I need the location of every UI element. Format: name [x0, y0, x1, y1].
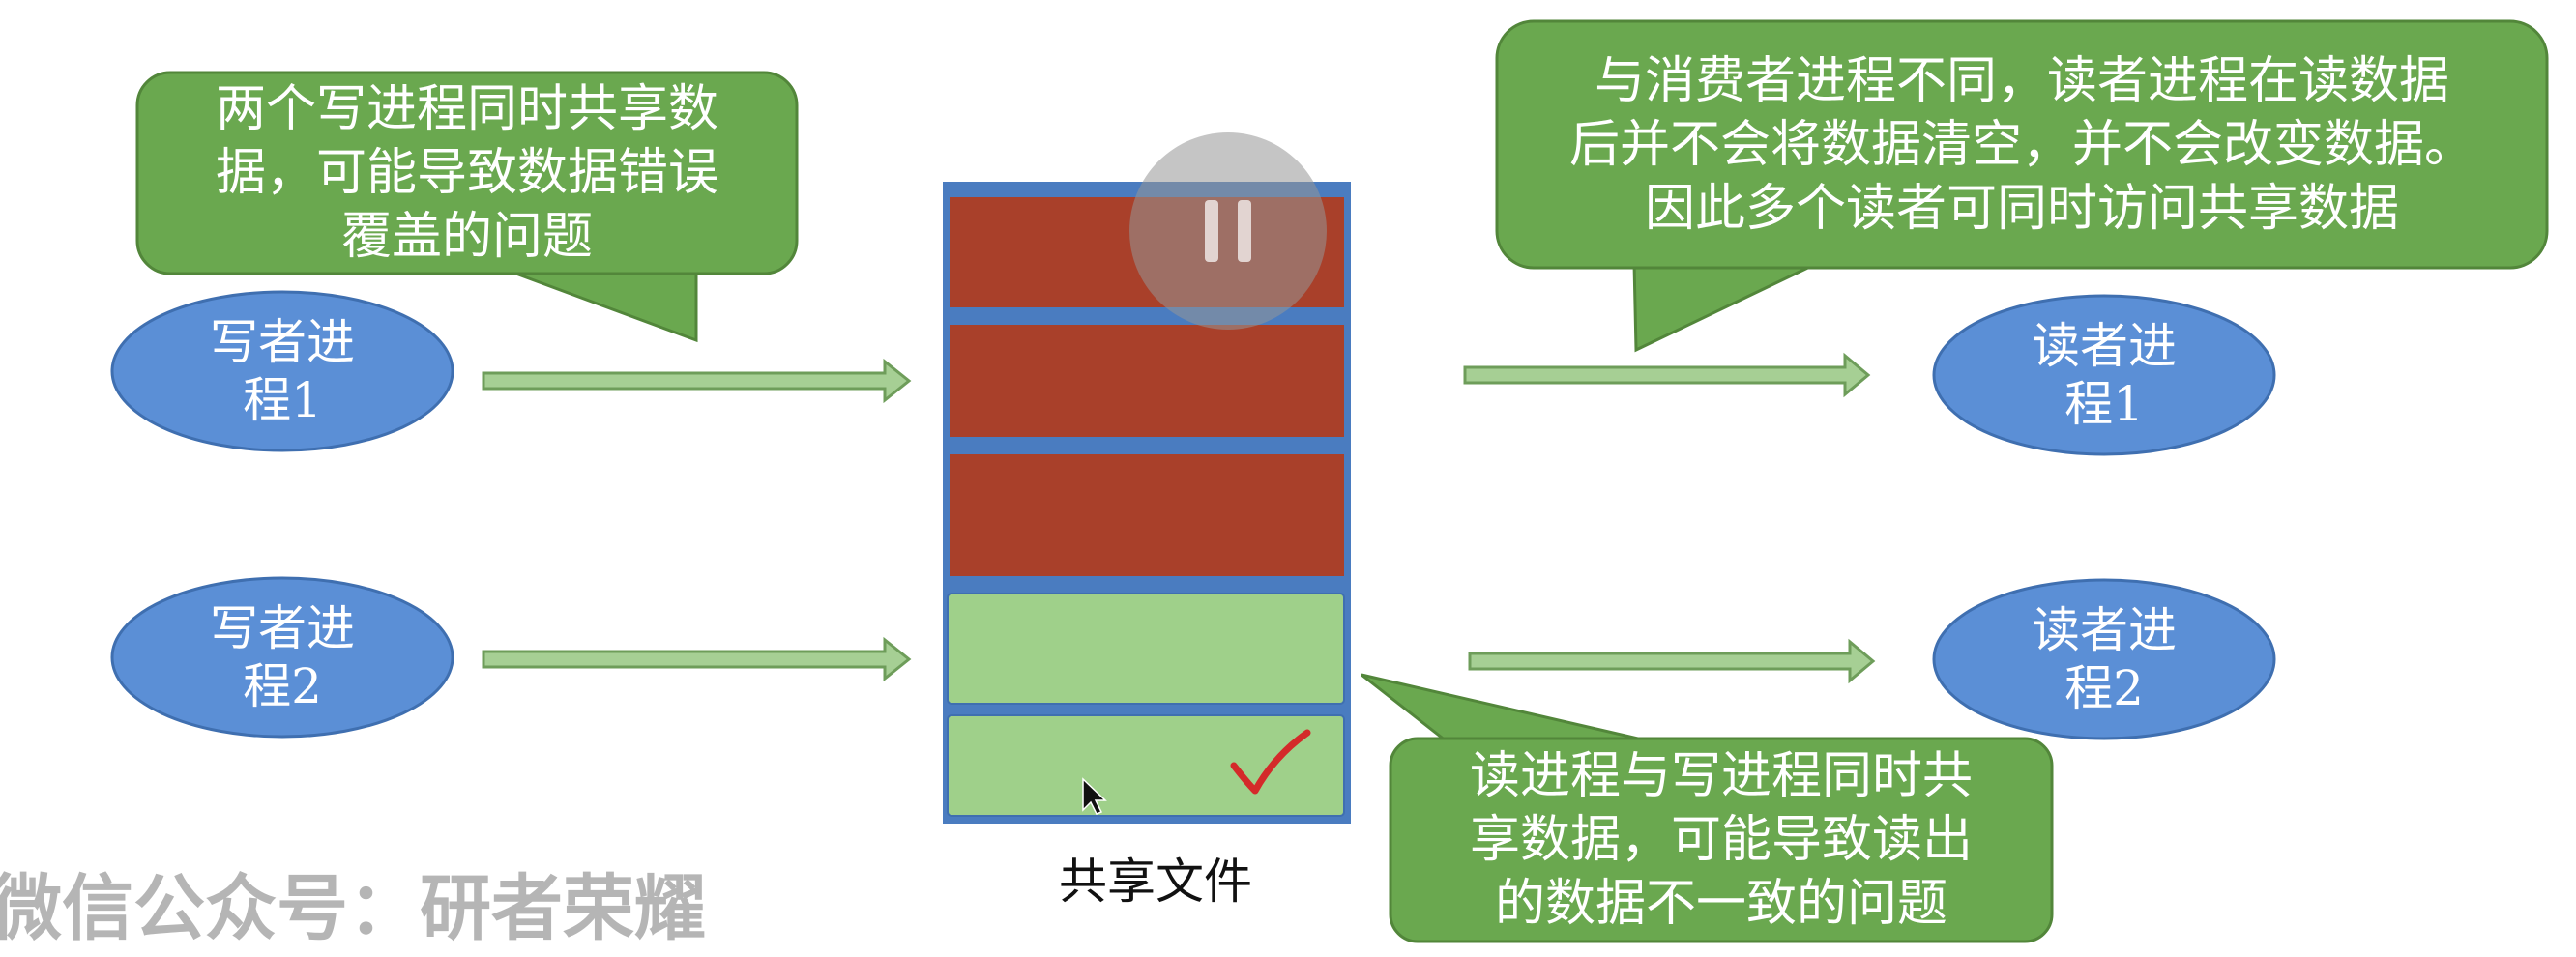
watermark: 微信公众号：研者荣耀 [0, 867, 706, 950]
mouse-cursor-icon [1082, 777, 1107, 815]
pause-button[interactable] [1129, 132, 1327, 330]
callout-write-write-box [135, 71, 799, 276]
reader-1-label: 读者进 程1 [2032, 318, 2177, 432]
file-block-3-written [950, 454, 1344, 576]
callout-read-no-change-tail [1632, 261, 1819, 353]
shared-file-caption: 共享文件 [1059, 854, 1252, 910]
writer-2-ellipse [110, 576, 454, 739]
callout-read-write-shape [1361, 673, 2054, 943]
arrow-file-to-reader-2 [1468, 638, 1876, 684]
pause-icon-bar-left [1205, 200, 1218, 262]
reader-1-ellipse [1932, 294, 2276, 456]
callout-write-write: 两个写进程同时共享数 据，可能导致数据错误 覆盖的问题 [215, 80, 718, 266]
file-block-4-empty [947, 593, 1345, 705]
reader-2-label: 读者进 程2 [2032, 602, 2177, 716]
writer-2-label: 写者进 程2 [210, 600, 355, 714]
check-mark-icon [1230, 729, 1311, 795]
file-block-5-empty [947, 714, 1345, 817]
callout-write-write-tail [502, 267, 698, 343]
reader-2-ellipse [1932, 578, 2276, 740]
callout-read-no-change: 与消费者进程不同，读者进程在读数据 后并不会将数据清空，并不会改变数据。 因此多… [1568, 51, 2474, 238]
arrow-file-to-reader-1 [1463, 352, 1871, 398]
pause-icon-bar-right [1238, 200, 1251, 262]
callout-read-write-box [1389, 737, 2054, 943]
arrow-writer-2-to-file [482, 636, 912, 682]
callout-read-no-change-shape [1495, 19, 2549, 353]
callout-write-write-shape [135, 71, 799, 343]
file-block-2-written [950, 325, 1344, 437]
arrow-writer-1-to-file [482, 358, 912, 404]
callout-read-write-tail [1361, 673, 1664, 746]
callout-read-write: 读进程与写进程同时共 享数据，可能导致读出 的数据不一致的问题 [1469, 747, 1973, 933]
writer-1-ellipse [110, 290, 454, 452]
callout-read-no-change-box [1495, 19, 2549, 270]
writer-1-label: 写者进 程1 [210, 314, 355, 428]
